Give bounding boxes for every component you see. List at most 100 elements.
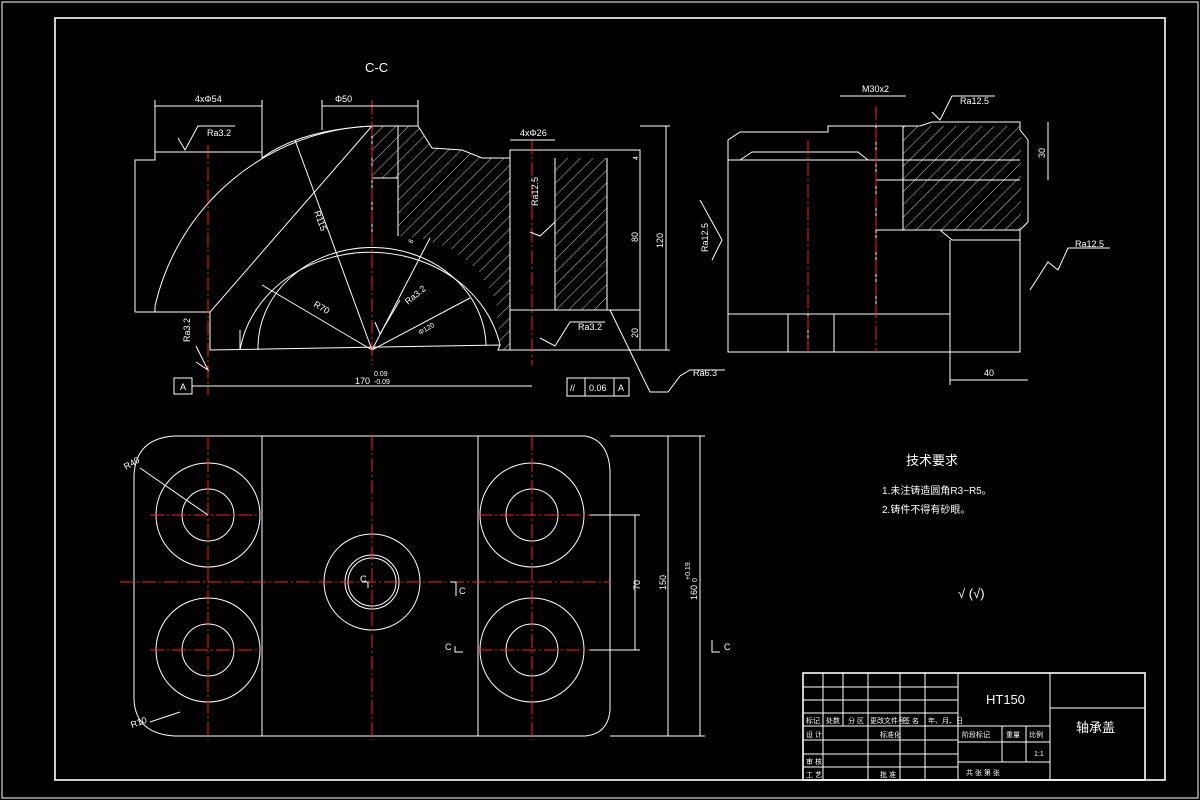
tolerance-frame xyxy=(566,377,630,397)
dim-70: 70 xyxy=(632,580,642,590)
tech-req-title: 技术要求 xyxy=(906,453,958,468)
dim-30: 30 xyxy=(1037,148,1047,158)
tb-label-count: 处数 xyxy=(826,716,840,725)
tech-req-item-2: 2.铸件不得有砂眼。 xyxy=(882,503,970,516)
dim-20: 20 xyxy=(630,328,640,338)
side-roughness-symbol-left xyxy=(699,199,723,261)
dim-120: 120 xyxy=(655,233,665,248)
side-roughness-symbol-top xyxy=(931,95,995,121)
roughness-symbol-bl xyxy=(195,345,210,372)
tb-checker: 审 核 xyxy=(806,757,822,766)
side-roughness-top: Ra12.5 xyxy=(960,96,989,106)
tb-scale-label: 比例 xyxy=(1029,730,1043,739)
tol-value: 0.06 xyxy=(589,383,607,393)
tb-scale: 1:1 xyxy=(1034,751,1044,758)
dim-160: 160 xyxy=(689,585,699,600)
side-outline xyxy=(727,121,1029,353)
dim-170: 170 xyxy=(355,376,370,386)
dim-r115: R115 xyxy=(312,209,329,232)
tb-label-date: 年、月、日 xyxy=(928,716,963,725)
dim-40: 40 xyxy=(984,368,994,378)
leader-r40 xyxy=(139,467,209,516)
tb-label-zone: 分 区 xyxy=(848,716,864,725)
hatch-region-2 xyxy=(555,158,607,310)
plan-view: R40 R10 70 150 160 +0.19 0 C C C C xyxy=(120,435,731,740)
section-view: C-C 4xΦ54 xyxy=(134,60,725,397)
roughness-symbol-top xyxy=(177,125,235,152)
side-roughness-right: Ra12.5 xyxy=(1075,239,1104,249)
leader-r70 xyxy=(261,284,373,351)
leader-phi120 xyxy=(371,297,471,351)
tb-label-sign: 签 名 xyxy=(903,716,919,725)
dim-6: 6 xyxy=(408,238,416,245)
arc-r70-outer xyxy=(239,251,501,351)
section-mark-4: C xyxy=(360,574,367,584)
roughness-symbol-br xyxy=(609,309,725,393)
tb-standard: 标准化 xyxy=(880,730,901,739)
thread-dim: M30x2 xyxy=(862,84,889,94)
roughness-bottom-right: Ra6.3 xyxy=(693,368,717,378)
section-mark-3-line xyxy=(711,640,720,653)
tech-req-item-1: 1.未注铸造圆角R3~R5。 xyxy=(882,484,992,497)
tb-part-name: 轴承盖 xyxy=(1076,720,1115,735)
tb-sheets: 共 张 第 张 xyxy=(966,768,1000,777)
tol-symbol: // xyxy=(570,383,576,393)
dim-170-tol-low: -0.09 xyxy=(374,379,390,386)
dim-phi50: Φ50 xyxy=(335,94,352,104)
section-mark-1: C xyxy=(459,586,466,596)
arc-r70-inner xyxy=(257,246,487,351)
title-block: 标记 处数 分 区 更改文件号 签 名 年、月、日 设 计 标准化 审 核 工 … xyxy=(802,672,1146,781)
section-mark-4-line xyxy=(362,581,369,588)
dim-holes-26: 4xΦ26 xyxy=(520,128,547,138)
tb-label-mark: 标记 xyxy=(806,716,820,725)
side-step xyxy=(876,229,1020,241)
dim-150: 150 xyxy=(658,575,668,590)
tb-weight: 重量 xyxy=(1006,731,1020,739)
hatch-region-3 xyxy=(372,126,398,178)
roughness-symbol-bore xyxy=(539,321,605,347)
side-roughness-symbol-right xyxy=(1029,247,1110,291)
hatch-region-1 xyxy=(398,126,510,350)
tb-label-change: 更改文件号 xyxy=(870,716,905,725)
section-title: C-C xyxy=(365,60,388,75)
tb-approve: 批 准 xyxy=(880,770,896,779)
leader-r115 xyxy=(294,139,373,351)
datum-label: A xyxy=(180,382,186,392)
arc-r115 xyxy=(154,125,373,307)
roughness-bottom-left: Ra3.2 xyxy=(182,318,192,342)
roughness-symbol-side xyxy=(529,221,556,237)
dim-r10: R10 xyxy=(129,715,148,730)
roughness-inner: Ra3.2 xyxy=(403,283,428,306)
dim-160-tol: +0.19 xyxy=(685,562,692,580)
roughness-top: Ra3.2 xyxy=(207,128,231,138)
section-mark-1-line xyxy=(450,581,457,596)
tech-requirements: 技术要求 1.未注铸造圆角R3~R5。 2.铸件不得有砂眼。 √ (√) xyxy=(882,453,992,601)
section-mark-2: C xyxy=(445,642,452,652)
tb-designer: 设 计 xyxy=(806,730,822,739)
side-hatch-1 xyxy=(903,126,1021,230)
dim-holes-top: 4xΦ54 xyxy=(195,94,222,104)
roughness-side: Ra12.5 xyxy=(530,177,540,206)
tb-process: 工 艺 xyxy=(806,771,822,779)
dim-80: 80 xyxy=(630,232,640,242)
section-mark-3: C xyxy=(724,642,731,652)
tb-stage-mark: 阶段标记 xyxy=(962,730,990,739)
plan-outline xyxy=(133,435,611,737)
roughness-symbol-inner xyxy=(374,299,401,336)
dim-160-tol2: 0 xyxy=(692,578,699,582)
inner-border xyxy=(54,17,1166,781)
side-top-profile xyxy=(739,151,869,161)
side-roughness-left: Ra12.5 xyxy=(700,223,710,252)
dim-170-tol-up: 0.09 xyxy=(374,371,388,378)
tol-datum: A xyxy=(618,383,624,393)
side-view: M30x2 Ra12.5 30 40 Ra12.5 Ra12.5 xyxy=(699,84,1110,385)
dim-r70: R70 xyxy=(312,299,331,316)
section-mark-2-line xyxy=(454,646,463,653)
roughness-general: √ (√) xyxy=(958,586,985,601)
leader-r10 xyxy=(149,711,181,723)
tb-material: HT150 xyxy=(986,692,1025,707)
dim-4: 4 xyxy=(633,156,640,160)
roughness-bore: Ra3.2 xyxy=(578,322,602,332)
